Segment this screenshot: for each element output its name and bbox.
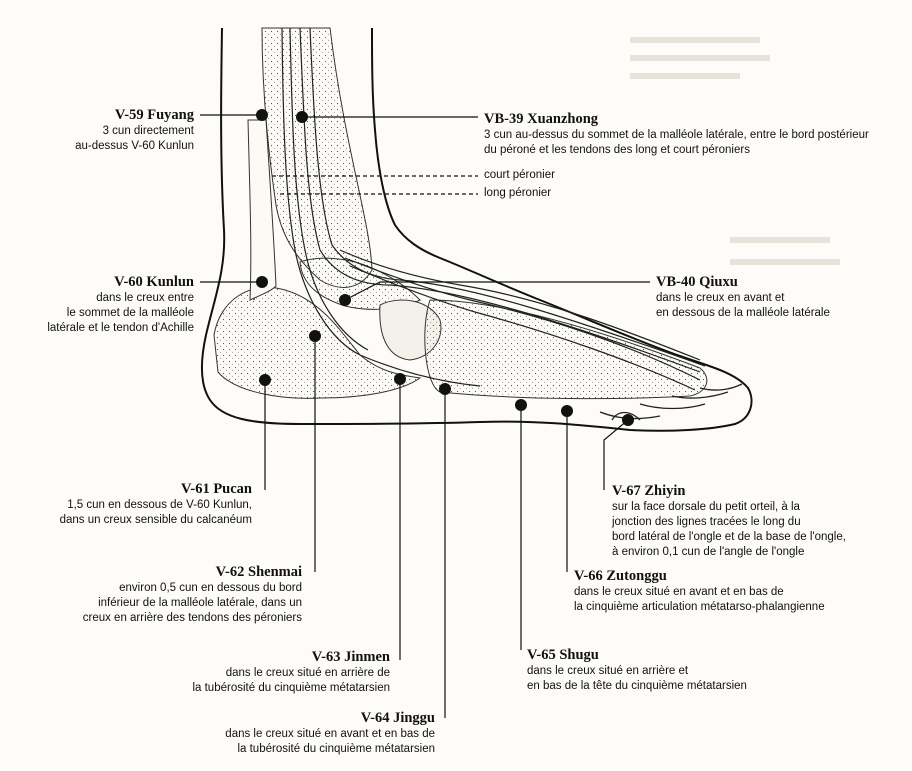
label-v60: V-60 Kunlun dans le creux entre le somme… <box>47 273 194 336</box>
point-name: VB-40 Qiuxu <box>656 273 830 291</box>
point-name: V-59 Fuyang <box>75 106 194 124</box>
point-name: V-63 Jinmen <box>192 648 390 666</box>
label-v63: V-63 Jinmen dans le creux situé en arriè… <box>192 648 390 696</box>
point-name: V-61 Pucan <box>60 480 252 498</box>
point-desc: dans le creux entre <box>47 291 194 306</box>
label-v67: V-67 Zhiyin sur la face dorsale du petit… <box>612 482 846 560</box>
point-name: V-65 Shugu <box>527 646 747 664</box>
point-desc: le sommet de la malléole <box>47 306 194 321</box>
label-vb40: VB-40 Qiuxu dans le creux en avant et en… <box>656 273 830 321</box>
point-desc: inférieur de la malléole latérale, dans … <box>83 596 302 611</box>
point-desc: la tubérosité du cinquième métatarsien <box>225 742 435 757</box>
label-v59: V-59 Fuyang 3 cun directement au-dessus … <box>75 106 194 154</box>
point-name: VB-39 Xuanzhong <box>484 110 869 128</box>
point-desc: la cinquième articulation métatarso-phal… <box>574 600 825 615</box>
point-desc: sur la face dorsale du petit orteil, à l… <box>612 500 846 515</box>
point-desc: au-dessus V-60 Kunlun <box>75 139 194 154</box>
label-vb39: VB-39 Xuanzhong 3 cun au-dessus du somme… <box>484 110 869 158</box>
point-desc: environ 0,5 cun en dessous du bord <box>83 581 302 596</box>
point-desc: dans le creux situé en avant et en bas d… <box>225 727 435 742</box>
point-name: V-66 Zutonggu <box>574 567 825 585</box>
point-desc: latérale et le tendon d'Achille <box>47 321 194 336</box>
point-desc: dans le creux situé en avant et en bas d… <box>574 585 825 600</box>
point-desc: en bas de la tête du cinquième métatarsi… <box>527 679 747 694</box>
label-v65: V-65 Shugu dans le creux situé en arrièr… <box>527 646 747 694</box>
label-v64: V-64 Jinggu dans le creux situé en avant… <box>225 709 435 757</box>
label-v66: V-66 Zutonggu dans le creux situé en ava… <box>574 567 825 615</box>
point-desc: en dessous de la malléole latérale <box>656 306 830 321</box>
label-v61: V-61 Pucan 1,5 cun en dessous de V-60 Ku… <box>60 480 252 528</box>
point-name: V-67 Zhiyin <box>612 482 846 500</box>
label-court-peronier: court péronier <box>484 169 555 181</box>
point-desc: dans le creux en avant et <box>656 291 830 306</box>
label-long-peronier: long péronier <box>484 187 551 199</box>
point-desc: 3 cun au-dessus du sommet de la malléole… <box>484 128 869 143</box>
point-desc: jonction des lignes tracées le long du <box>612 515 846 530</box>
point-desc: creux en arrière des tendons des péronie… <box>83 611 302 626</box>
point-desc: dans un creux sensible du calcanéum <box>60 513 252 528</box>
point-desc: du péroné et les tendons des long et cou… <box>484 143 869 158</box>
point-desc: dans le creux situé en arrière de <box>192 666 390 681</box>
point-desc: 1,5 cun en dessous de V-60 Kunlun, <box>60 498 252 513</box>
point-desc: dans le creux situé en arrière et <box>527 664 747 679</box>
point-desc: bord latéral de l'ongle et de la base de… <box>612 530 846 545</box>
point-name: V-62 Shenmai <box>83 563 302 581</box>
point-name: V-60 Kunlun <box>47 273 194 291</box>
point-desc: la tubérosité du cinquième métatarsien <box>192 681 390 696</box>
label-v62: V-62 Shenmai environ 0,5 cun en dessous … <box>83 563 302 626</box>
point-desc: à environ 0,1 cun de l'angle de l'ongle <box>612 545 846 560</box>
point-name: V-64 Jinggu <box>225 709 435 727</box>
point-desc: 3 cun directement <box>75 124 194 139</box>
